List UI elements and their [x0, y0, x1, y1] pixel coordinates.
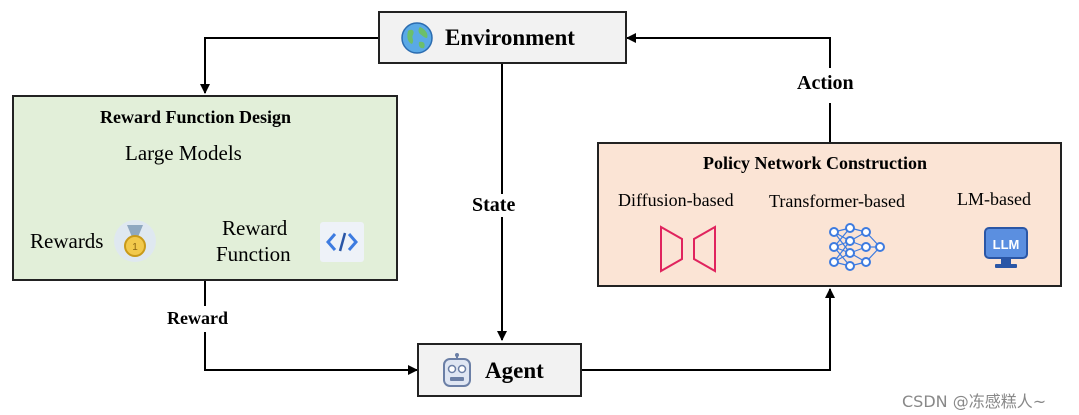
- arrow-env-to-reward-design: [200, 37, 378, 94]
- arrow-action-to-env: [626, 33, 831, 68]
- svg-text:1: 1: [132, 242, 138, 253]
- environment-label: Environment: [445, 25, 575, 50]
- rewards-label: Rewards: [30, 229, 104, 253]
- agent-node: Agent: [417, 343, 582, 397]
- medal-icon: 1: [113, 219, 157, 268]
- neural-network-icon: [828, 222, 886, 277]
- action-label: Action: [797, 72, 854, 95]
- code-icon: [320, 222, 364, 267]
- globe-icon: [400, 21, 434, 60]
- reward-design-title: Reward Function Design: [100, 107, 292, 127]
- lm-label: LM-based: [957, 189, 1031, 209]
- policy-network-title: Policy Network Construction: [703, 153, 927, 173]
- agent-label: Agent: [485, 358, 544, 383]
- watermark: CSDN @冻感糕人~: [902, 392, 1047, 411]
- llm-icon-text: LLM: [993, 237, 1020, 252]
- diffusion-icon: [658, 224, 718, 279]
- large-models-label: Large Models: [125, 141, 242, 165]
- robot-icon: [441, 353, 473, 394]
- llm-monitor-icon: LLM: [983, 226, 1029, 275]
- state-label: State: [472, 194, 516, 217]
- reward-function-line2: Function: [216, 242, 291, 266]
- environment-node: Environment: [378, 11, 627, 64]
- arrow-agent-to-policy: [582, 288, 835, 371]
- reward-function-line1: Reward: [222, 216, 288, 240]
- arrow-reward-to-agent-lower: [204, 332, 418, 375]
- reward-label: Reward: [167, 308, 228, 329]
- transformer-label: Transformer-based: [769, 191, 905, 211]
- diffusion-label: Diffusion-based: [618, 190, 734, 210]
